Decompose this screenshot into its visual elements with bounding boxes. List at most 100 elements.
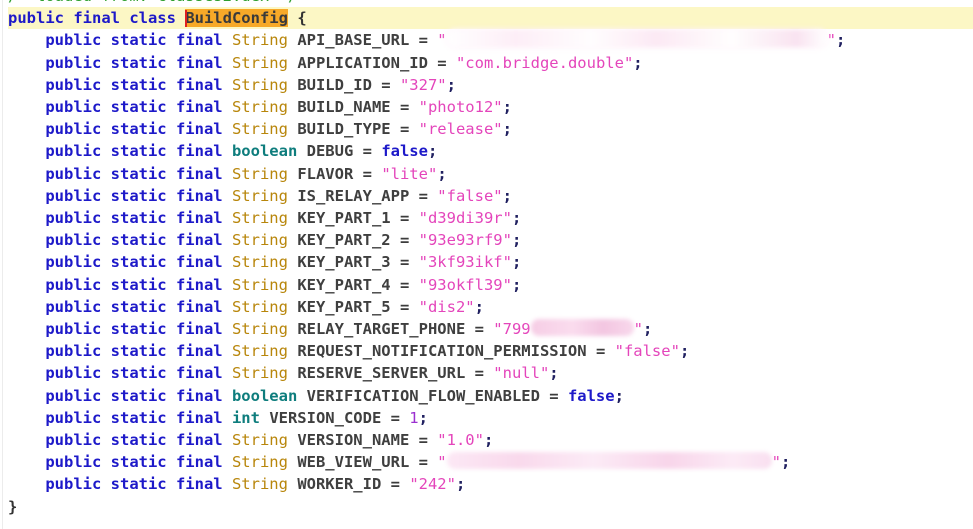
text-token — [8, 298, 45, 316]
text-token — [8, 98, 45, 116]
identifier-token: KEY_PART_1 — [297, 209, 391, 228]
code-line[interactable]: public static final String APPLICATION_I… — [8, 52, 973, 74]
identifier-token: BUILD_ID — [297, 75, 372, 94]
code-line[interactable]: /* loaded from: classes2.dex */ — [8, 0, 973, 7]
text-token: = — [465, 320, 494, 339]
code-line[interactable]: public static final String KEY_PART_3 = … — [8, 251, 973, 273]
string-literal-token: "93okfl39" — [418, 275, 512, 294]
punctuation-token: ; — [642, 320, 653, 339]
punctuation-token: ; — [437, 164, 447, 183]
identifier-token: VERIFICATION_FLOW_ENABLED — [306, 386, 540, 405]
text-token: = — [409, 431, 438, 450]
text-token: = — [390, 231, 419, 250]
matched-brace-token: } — [8, 497, 18, 516]
text-token — [8, 431, 45, 449]
code-line[interactable]: public static final String KEY_PART_2 = … — [8, 229, 973, 251]
primitive-type-token: boolean — [231, 142, 298, 161]
keyword-token: public static final — [45, 31, 232, 50]
highlighted-code-line[interactable]: public final class BuildConfig { — [8, 7, 973, 30]
number-literal-token: 1 — [409, 408, 419, 427]
keyword-token: public static final — [45, 275, 232, 294]
code-line[interactable]: } — [8, 496, 973, 518]
text-token: = — [586, 342, 615, 361]
text-token: = — [390, 275, 419, 294]
text-token — [8, 276, 45, 294]
identifier-token: API_BASE_URL — [297, 31, 410, 50]
code-line[interactable]: public static final boolean VERIFICATION… — [8, 385, 973, 407]
text-token — [288, 209, 297, 227]
keyword-token: public static final — [45, 364, 232, 383]
text-token — [288, 187, 297, 205]
decompiled-source-view[interactable]: /* loaded from: classes2.dex */public fi… — [0, 0, 973, 518]
text-token — [8, 165, 45, 183]
code-line[interactable]: public static final boolean DEBUG = fals… — [8, 140, 973, 162]
string-literal-token: "release" — [418, 120, 503, 139]
keyword-token: public static final — [45, 164, 232, 183]
identifier-token: VERSION_NAME — [297, 431, 410, 450]
text-token: = — [390, 209, 419, 228]
text-token: = — [390, 253, 419, 272]
text-token — [297, 387, 306, 405]
class-type-token: String — [231, 320, 288, 339]
text-token: = — [427, 53, 456, 72]
code-line[interactable]: public static final String KEY_PART_4 = … — [8, 274, 973, 296]
text-token: = — [539, 386, 568, 405]
code-line[interactable]: public static final String BUILD_NAME = … — [8, 96, 973, 118]
keyword-token: public static final — [45, 342, 232, 361]
code-line[interactable]: public static final String REQUEST_NOTIF… — [8, 340, 973, 362]
keyword-token: public static final — [45, 98, 232, 117]
text-token — [8, 142, 45, 160]
punctuation-token: ; — [511, 275, 522, 294]
code-line[interactable]: public static final String KEY_PART_5 = … — [8, 296, 973, 318]
keyword-token: public static final — [45, 209, 232, 228]
code-line[interactable]: public static final int VERSION_CODE = 1… — [8, 407, 973, 429]
text-token — [8, 187, 45, 205]
text-token: = — [390, 120, 419, 139]
string-literal-token: "null" — [493, 364, 550, 383]
punctuation-token: ; — [549, 364, 559, 383]
text-token — [288, 31, 297, 49]
code-line[interactable]: public static final String IS_RELAY_APP … — [8, 185, 973, 207]
keyword-token: public static final — [45, 253, 232, 272]
code-line[interactable]: public static final String KEY_PART_1 = … — [8, 207, 973, 229]
text-token: = — [353, 142, 382, 161]
string-literal-token: "1.0" — [437, 431, 484, 450]
code-line[interactable]: public static final String API_BASE_URL … — [8, 29, 973, 51]
code-line[interactable]: public static final String RELAY_TARGET_… — [8, 318, 973, 340]
code-line[interactable]: public static final String BUILD_TYPE = … — [8, 118, 973, 140]
keyword-token: public static final — [45, 431, 232, 450]
string-literal-token: "242" — [409, 475, 456, 494]
primitive-type-token: int — [231, 408, 260, 427]
keyword-token: public static final — [45, 297, 232, 316]
text-token — [8, 76, 45, 94]
text-token — [288, 475, 297, 493]
keyword-token: public static final — [45, 53, 232, 72]
keyword-token: public static final — [45, 186, 232, 205]
identifier-token: RESERVE_SERVER_URL — [297, 364, 466, 383]
punctuation-token: ; — [614, 386, 624, 405]
class-type-token: String — [231, 431, 288, 450]
text-token: = — [409, 31, 438, 50]
punctuation-token: ; — [502, 120, 512, 139]
class-type-token: String — [231, 364, 288, 383]
text-token — [8, 120, 45, 138]
punctuation-token: ; — [418, 408, 428, 427]
code-line[interactable]: public static final String BUILD_ID = "3… — [8, 74, 973, 96]
text-token — [8, 31, 45, 49]
code-line[interactable]: public static final String VERSION_NAME … — [8, 429, 973, 451]
keyword-token: public static final — [45, 386, 232, 405]
code-line[interactable]: public static final String RESERVE_SERVE… — [8, 362, 973, 384]
punctuation-token: ; — [446, 75, 456, 94]
identifier-token: KEY_PART_5 — [297, 297, 391, 316]
class-type-token: String — [231, 120, 288, 139]
code-line[interactable]: public static final String FLAVOR = "lit… — [8, 163, 973, 185]
punctuation-token: ; — [633, 53, 643, 72]
code-line[interactable]: public static final String WEB_VIEW_URL … — [8, 451, 973, 473]
keyword-token: public static final — [45, 453, 232, 472]
text-token — [8, 409, 45, 427]
class-type-token: String — [231, 342, 288, 361]
class-type-token: String — [231, 231, 288, 250]
code-line[interactable]: public static final String WORKER_ID = "… — [8, 473, 973, 495]
text-token — [8, 342, 45, 360]
